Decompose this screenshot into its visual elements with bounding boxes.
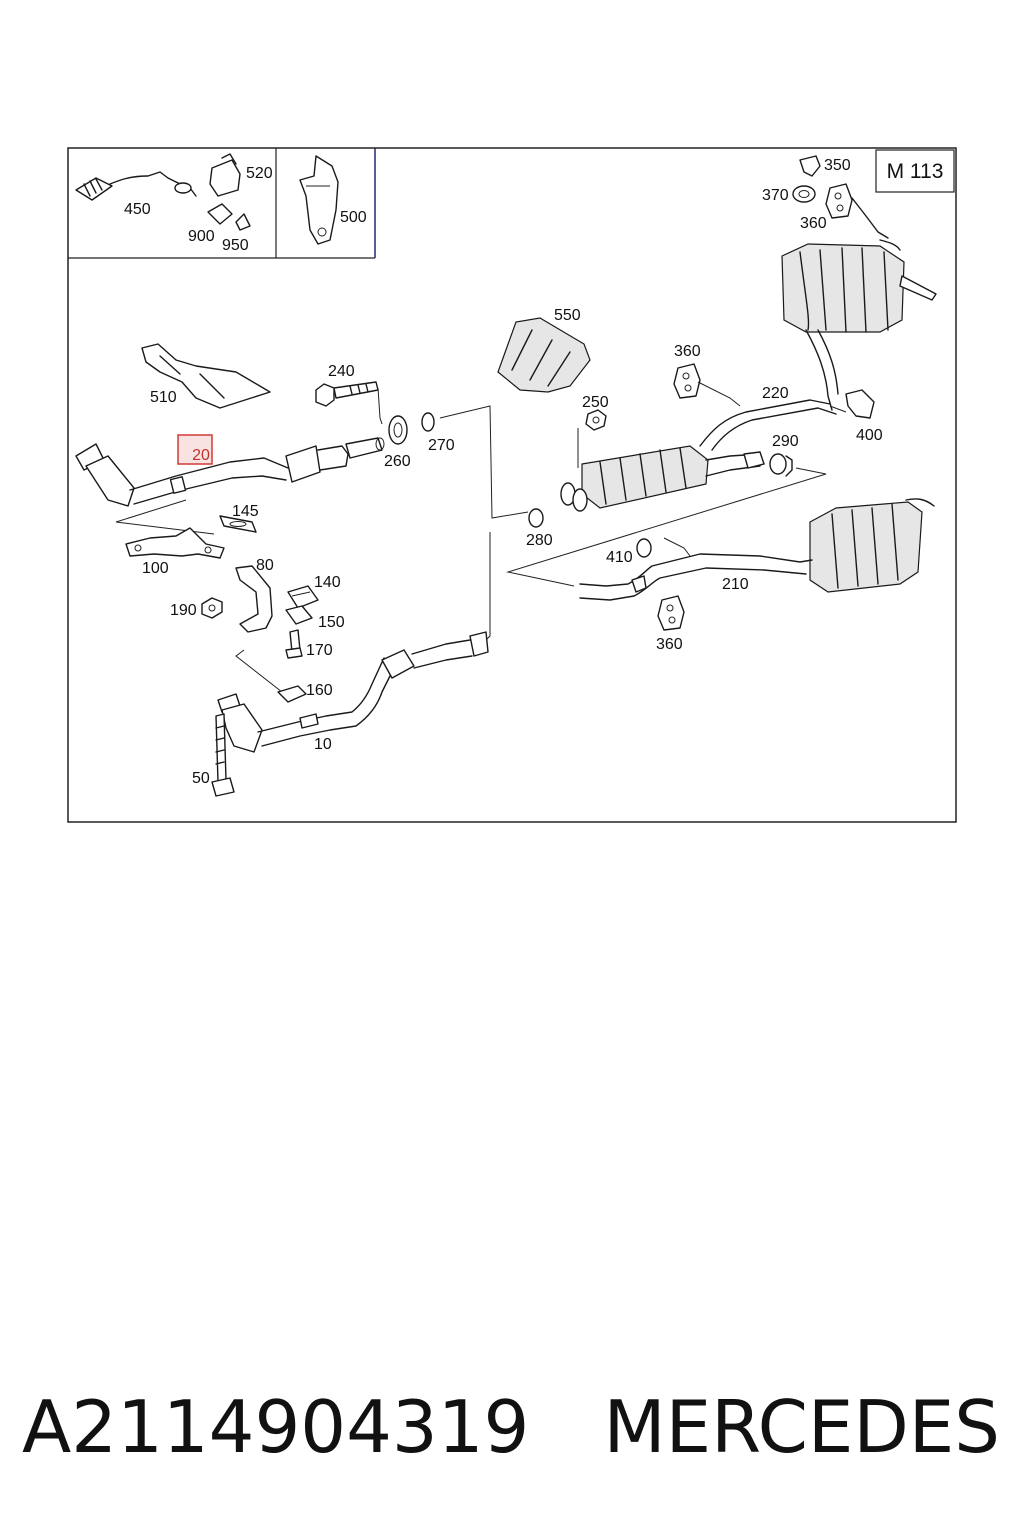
part-label-360-mid: 360 — [674, 343, 701, 360]
part-front-pipe-20 — [75, 437, 385, 507]
part-bush-370 — [792, 185, 816, 203]
part-ring-280 — [528, 508, 544, 528]
part-nut-250 — [577, 409, 607, 468]
engine-code-label: M 113 — [887, 160, 944, 183]
part-label-350: 350 — [824, 157, 851, 174]
part-label-400: 400 — [856, 427, 883, 444]
part-rear-silencer-upper — [781, 239, 937, 411]
exhaust-system-diagram: M 113 — [67, 147, 957, 823]
part-label-360-top: 360 — [800, 215, 827, 232]
part-bracket-100 — [125, 527, 225, 559]
brand-name: MERCEDES — [603, 1385, 1000, 1469]
part-oxygen-sensor — [75, 171, 197, 201]
part-rear-silencer-lower — [809, 498, 935, 593]
part-clip-950 — [235, 213, 251, 231]
part-clamp-290 — [769, 453, 793, 477]
footer-caption: A2114904319 MERCEDES — [0, 1372, 1024, 1482]
part-label-160: 160 — [306, 682, 333, 699]
leader-line-right — [506, 467, 827, 587]
part-front-pipe-10 — [217, 631, 489, 753]
part-label-450: 450 — [124, 201, 151, 218]
part-label-520: 520 — [246, 165, 273, 182]
part-rubber-mount-360-lower — [657, 595, 685, 631]
part-bracket-500 — [299, 155, 339, 245]
leader-line-lower-left — [235, 649, 283, 693]
part-bracket-80 — [235, 565, 273, 633]
part-hanger-350 — [799, 155, 821, 177]
part-label-260: 260 — [384, 453, 411, 470]
diagram-frame — [67, 147, 957, 823]
part-label-900: 900 — [188, 228, 215, 245]
part-label-500: 500 — [340, 209, 367, 226]
part-gasket-260 — [388, 415, 408, 445]
highlight-label-20: 20 — [192, 447, 210, 464]
part-rubber-mount-360-top — [825, 183, 889, 239]
part-pipe-210 — [579, 553, 813, 601]
part-label-100: 100 — [142, 560, 169, 577]
leader-line-center-lower — [483, 532, 491, 643]
part-gasket-145 — [219, 515, 257, 533]
part-heat-shield-510 — [141, 343, 271, 409]
part-label-145: 145 — [232, 503, 259, 520]
part-bolt-240 — [315, 381, 383, 425]
part-label-360-lower: 360 — [656, 636, 683, 653]
part-label-190: 190 — [170, 602, 197, 619]
part-label-220: 220 — [762, 385, 789, 402]
part-heat-shield-550 — [497, 317, 591, 393]
part-label-510: 510 — [150, 389, 177, 406]
part-label-950: 950 — [222, 237, 249, 254]
part-label-50: 50 — [192, 770, 210, 787]
part-rubber-mount-360-mid — [673, 363, 741, 407]
leader-line-center-upper — [439, 405, 529, 519]
part-clip-520 — [209, 153, 241, 197]
leader-line-left — [115, 499, 215, 535]
part-ring-270 — [421, 412, 435, 432]
part-label-170: 170 — [306, 642, 333, 659]
part-label-410: 410 — [606, 549, 633, 566]
highlight-box-20 — [177, 434, 213, 465]
part-nut-190 — [201, 597, 223, 619]
part-label-550: 550 — [554, 307, 581, 324]
part-label-150: 150 — [318, 614, 345, 631]
part-clamp-150 — [285, 605, 313, 625]
part-label-140: 140 — [314, 574, 341, 591]
part-bracket-400 — [829, 389, 875, 419]
part-bolt-170 — [285, 629, 303, 659]
part-ring-410 — [636, 537, 691, 558]
part-label-280: 280 — [526, 532, 553, 549]
part-label-210: 210 — [722, 576, 749, 593]
part-label-240: 240 — [328, 363, 355, 380]
part-label-270: 270 — [428, 437, 455, 454]
engine-code-box — [875, 149, 955, 193]
part-bolt-50 — [211, 713, 235, 797]
part-number: A2114904319 — [22, 1385, 530, 1469]
part-label-290: 290 — [772, 433, 799, 450]
part-label-10: 10 — [314, 736, 332, 753]
part-clip-160 — [277, 685, 307, 703]
part-label-80: 80 — [256, 557, 274, 574]
part-label-250: 250 — [582, 394, 609, 411]
part-label-370: 370 — [762, 187, 789, 204]
part-centre-silencer — [560, 399, 837, 512]
part-clamp-140 — [287, 585, 319, 609]
part-clip-900 — [207, 203, 233, 225]
